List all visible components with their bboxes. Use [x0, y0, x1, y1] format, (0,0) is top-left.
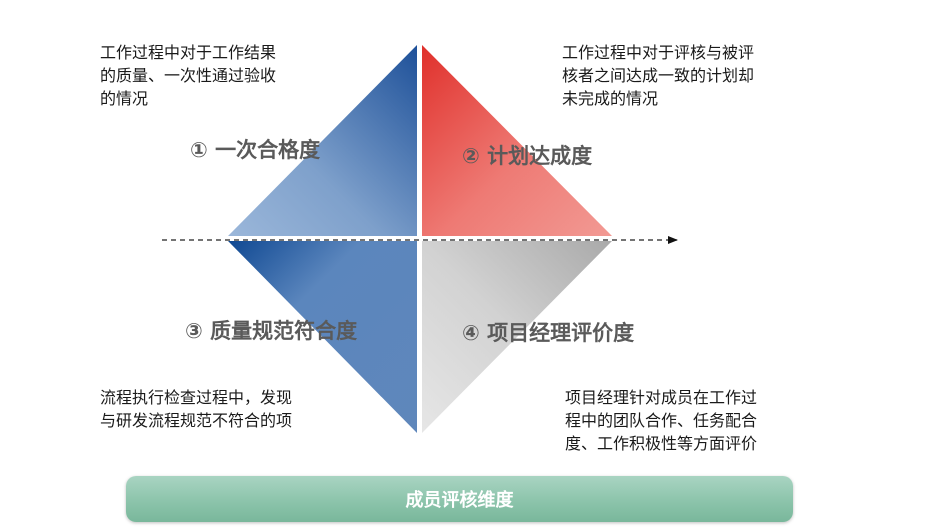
- quadrant-2-triangle: [422, 45, 612, 236]
- quadrant-1-description: 工作过程中对于工作结果 的质量、一次性通过验收 的情况: [100, 43, 277, 108]
- quadrant-3-description: 流程执行检查过程中，发现 与研发流程规范不符合的项: [100, 388, 293, 430]
- quadrant-3-triangle: [228, 241, 417, 433]
- quadrant-4-triangle: [422, 241, 612, 433]
- quadrant-2-description: 工作过程中对于评核与被评 核者之间达成一致的计划却 未完成的情况: [562, 43, 755, 108]
- quadrant-1-label: ① 一次合格度: [190, 138, 321, 162]
- member-evaluation-dimension-bar: 成员评核维度: [126, 476, 793, 522]
- quadrant-4-description: 项目经理针对成员在工作过 程中的团队合作、任务配合 度、工作积极性等方面评价: [565, 388, 758, 453]
- quadrant-3-label: ③ 质量规范符合度: [185, 319, 358, 343]
- quadrant-2-label: ② 计划达成度: [462, 144, 593, 168]
- footer-title: 成员评核维度: [405, 490, 514, 511]
- quadrant-1-triangle: [228, 45, 417, 236]
- quadrant-4-label: ④ 项目经理评价度: [462, 321, 635, 345]
